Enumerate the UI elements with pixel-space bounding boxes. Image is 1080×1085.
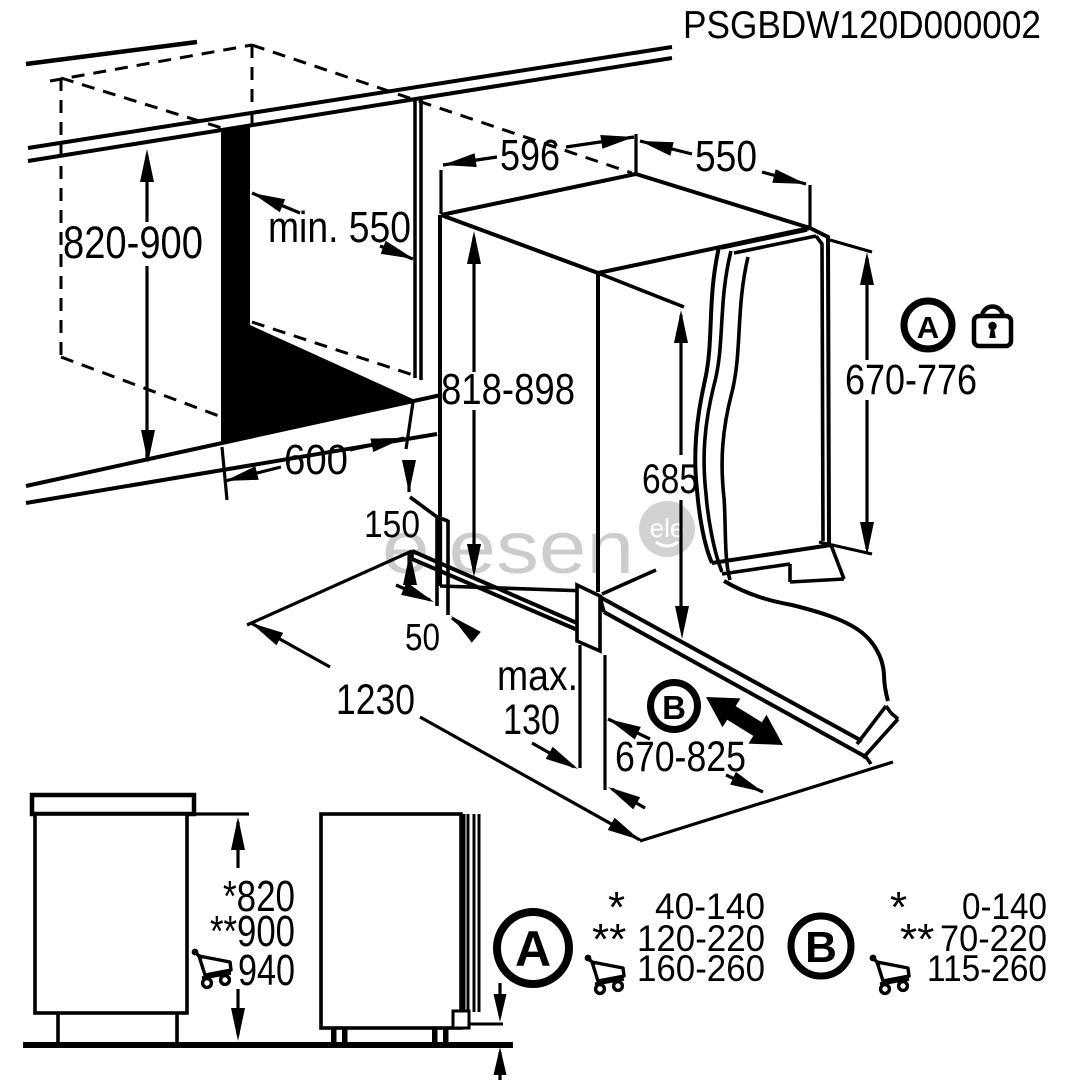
svg-text:A: A	[515, 921, 551, 977]
svg-text:40-140: 40-140	[655, 886, 765, 927]
svg-text:max.: max.	[497, 652, 578, 700]
svg-text:ele: ele	[650, 513, 685, 543]
svg-text:130: 130	[503, 696, 560, 744]
svg-text:elesen: elesen	[382, 506, 634, 589]
svg-text:*: *	[890, 883, 907, 932]
svg-text:*820: *820	[223, 872, 295, 921]
svg-text:**: **	[900, 915, 934, 964]
svg-text:940: 940	[238, 946, 295, 995]
svg-text:A: A	[917, 310, 939, 345]
svg-text:**: **	[592, 915, 626, 964]
svg-text:150: 150	[364, 504, 420, 546]
svg-text:**900: **900	[210, 907, 295, 956]
svg-text:120-220: 120-220	[637, 918, 765, 959]
svg-text:115-260: 115-260	[927, 948, 1047, 989]
svg-text:820-900: 820-900	[63, 217, 203, 268]
svg-text:550: 550	[695, 132, 757, 181]
svg-text:B: B	[662, 689, 686, 726]
svg-text:685: 685	[642, 455, 698, 502]
svg-text:min. 550: min. 550	[268, 203, 411, 252]
svg-text:818-898: 818-898	[441, 365, 575, 414]
svg-text:1230: 1230	[336, 676, 415, 724]
svg-text:0-140: 0-140	[962, 886, 1047, 927]
svg-text:50: 50	[405, 617, 440, 659]
svg-text:670-776: 670-776	[845, 356, 977, 404]
svg-text:600: 600	[284, 436, 348, 484]
svg-text:PSGBDW120D000002: PSGBDW120D000002	[683, 4, 1041, 47]
svg-text:596: 596	[500, 131, 560, 180]
svg-text:160-260: 160-260	[637, 948, 765, 989]
svg-text:670-825: 670-825	[615, 733, 746, 781]
svg-text:*: *	[608, 883, 625, 932]
svg-text:70-220: 70-220	[940, 918, 1047, 959]
svg-text:B: B	[805, 923, 837, 972]
